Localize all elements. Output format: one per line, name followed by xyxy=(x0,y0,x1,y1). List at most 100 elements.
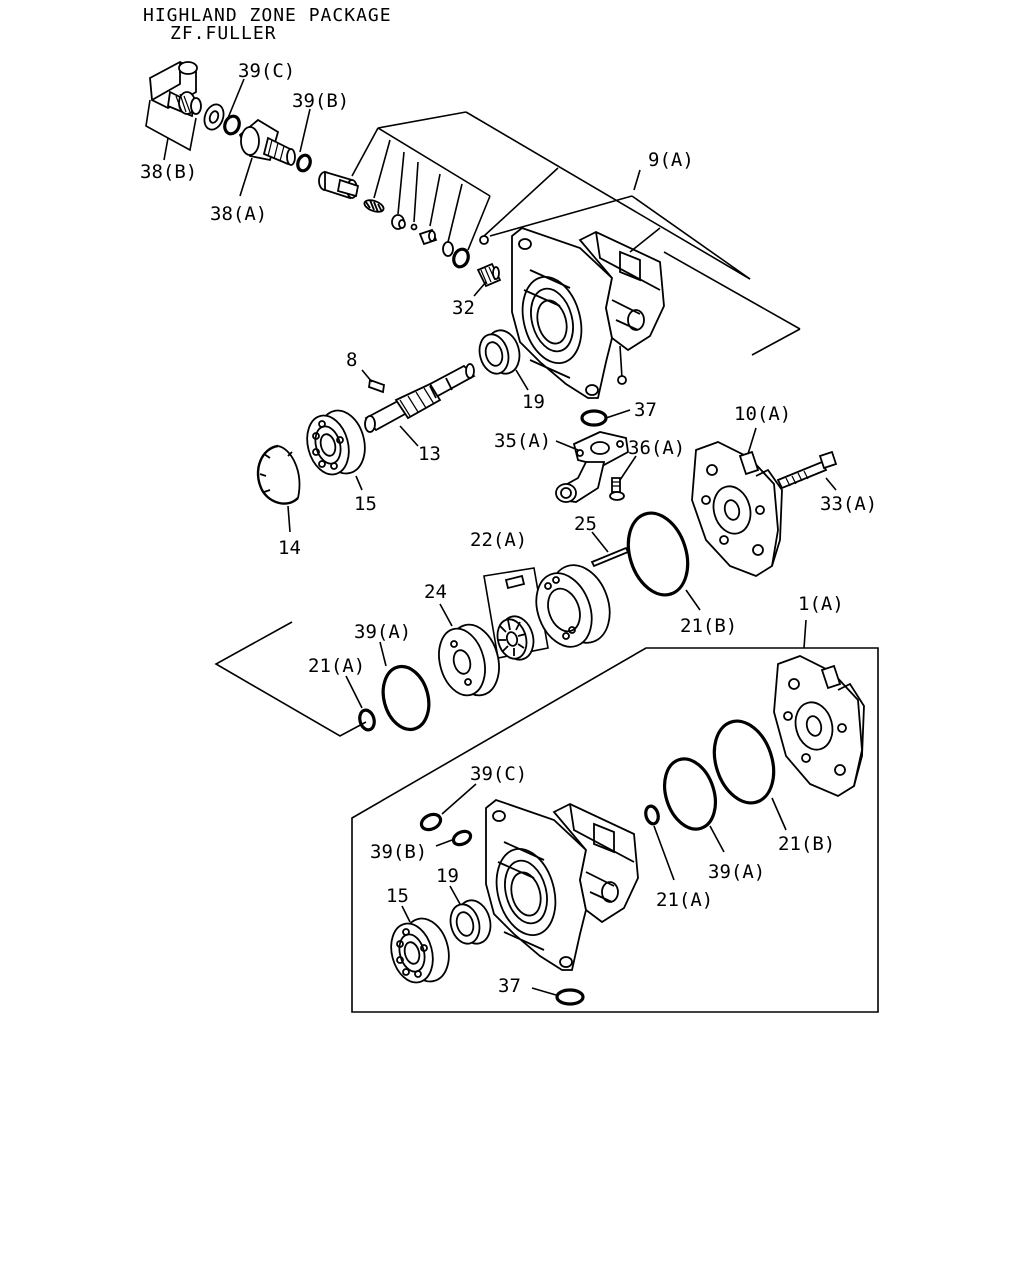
part-14-snap-ring xyxy=(256,444,301,505)
leader-32 xyxy=(473,281,487,297)
leader-15-top xyxy=(355,475,363,491)
kit-part-21b-oring xyxy=(712,719,776,805)
label-39a-kit: 39(A) xyxy=(708,861,765,883)
bracket-22a xyxy=(483,567,549,659)
part-39a-oring-left xyxy=(381,664,431,732)
leader-25 xyxy=(591,531,609,553)
leader-39a-kit xyxy=(709,825,725,853)
leader-21b-kit xyxy=(771,797,787,831)
part-cam-ring xyxy=(535,564,611,648)
part-15-ball-bearing xyxy=(306,409,366,476)
bracket-valve-set xyxy=(351,111,751,280)
part-37-oring-top xyxy=(580,409,608,427)
label-37-kit: 37 xyxy=(498,975,521,997)
part-21b-oring-mid xyxy=(626,511,690,597)
kit-part-19-bearing xyxy=(449,899,492,945)
label-39c-kit: 39(C) xyxy=(470,763,527,785)
label-37-top: 37 xyxy=(634,399,657,421)
leader-38a xyxy=(239,157,253,197)
label-39c-top: 39(C) xyxy=(238,60,295,82)
label-9a: 9(A) xyxy=(648,149,694,171)
label-15-kit: 15 xyxy=(386,885,409,907)
label-19-kit: 19 xyxy=(436,865,459,887)
label-21a-kit: 21(A) xyxy=(656,889,713,911)
leader-15-kit xyxy=(401,905,411,923)
leader-1a xyxy=(803,619,807,649)
part-valve-pin xyxy=(418,228,438,246)
part-22a-vane xyxy=(504,574,526,590)
part-19-bearing xyxy=(478,329,521,375)
label-32: 32 xyxy=(452,297,475,319)
kit-part-39c-oring xyxy=(419,812,443,832)
label-24: 24 xyxy=(424,581,447,603)
part-valve-oring xyxy=(452,247,470,269)
part-plug-small xyxy=(479,235,489,245)
leader-19-kit xyxy=(449,885,461,905)
label-10a: 10(A) xyxy=(734,403,791,425)
label-39b-kit: 39(B) xyxy=(370,841,427,863)
leader-39c-top xyxy=(227,78,245,119)
part-25-pin xyxy=(590,546,630,568)
leader-36a xyxy=(619,455,637,481)
leader-33a xyxy=(825,477,837,491)
part-33a-bolt xyxy=(776,450,838,490)
kit-box-1a xyxy=(351,647,879,1013)
part-valve-seat xyxy=(442,241,454,257)
leader-24 xyxy=(439,603,453,627)
label-33a: 33(A) xyxy=(820,493,877,515)
label-38a: 38(A) xyxy=(210,203,267,225)
leader-13 xyxy=(399,425,419,447)
label-22a: 22(A) xyxy=(470,529,527,551)
part-38a-adapter xyxy=(238,118,296,166)
part-32-bolt xyxy=(476,262,502,288)
leader-39c-kit xyxy=(441,783,477,815)
label-19-top: 19 xyxy=(522,391,545,413)
part-8-key xyxy=(368,378,385,394)
leader-37-top xyxy=(605,409,631,419)
part-13-shaft xyxy=(364,363,476,433)
leader-39b-kit xyxy=(435,839,453,847)
kit-part-15-ball-bearing xyxy=(390,917,450,984)
part-39c-oring xyxy=(223,114,241,136)
label-1a: 1(A) xyxy=(798,593,844,615)
leader-39b-top xyxy=(299,108,311,153)
leader-38b xyxy=(163,137,169,161)
part-rotor xyxy=(496,615,535,661)
part-10a-cover-plate xyxy=(691,441,783,578)
part-24-side-plate xyxy=(438,623,500,697)
part-39b-oring xyxy=(296,153,312,173)
part-valve-cap xyxy=(391,214,406,230)
leader-21a-left xyxy=(345,675,363,709)
bracket-left xyxy=(214,621,367,737)
kit-part-37-oring xyxy=(555,988,585,1006)
part-38b-elbow-fitting xyxy=(149,60,202,118)
kit-part-pump-housing xyxy=(485,798,639,971)
leader-10a xyxy=(747,427,757,455)
label-25: 25 xyxy=(574,513,597,535)
part-21a-oring-left xyxy=(358,708,376,732)
label-15-top: 15 xyxy=(354,493,377,515)
label-38b: 38(B) xyxy=(140,161,197,183)
label-39a-left: 39(A) xyxy=(354,621,411,643)
leader-21a-kit xyxy=(653,825,675,881)
part-35a-pipe-flange xyxy=(555,431,629,503)
label-39b-top: 39(B) xyxy=(292,90,349,112)
header-subtitle: ZF.FULLER xyxy=(170,23,277,44)
label-35a: 35(A) xyxy=(494,430,551,452)
part-valve-plunger xyxy=(318,170,360,200)
part-spring-small xyxy=(363,199,385,213)
label-14: 14 xyxy=(278,537,301,559)
bracket-9a xyxy=(489,169,801,385)
label-8: 8 xyxy=(346,349,357,371)
leader-37-kit xyxy=(531,987,557,996)
leader-14 xyxy=(287,505,291,533)
header-title: HIGHLAND ZONE PACKAGE xyxy=(143,5,392,26)
leader-39a-left xyxy=(379,641,387,667)
label-13: 13 xyxy=(418,443,441,465)
part-ball xyxy=(410,223,418,231)
part-36a-bolt xyxy=(609,477,625,501)
kit-part-39a-oring xyxy=(663,757,717,831)
part-9a-pump-housing xyxy=(511,226,665,399)
label-21b-mid: 21(B) xyxy=(680,615,737,637)
